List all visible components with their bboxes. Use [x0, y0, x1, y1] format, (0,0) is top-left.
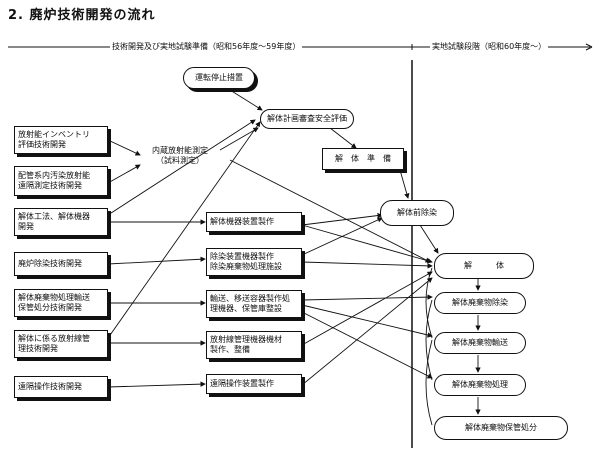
node-waste-storage: 解体廃棄物保管処分: [434, 416, 568, 440]
left-box-inventory: 放射能インベントリ 評価技術開発: [14, 126, 108, 154]
node-pre-decon: 解体前除染: [380, 200, 454, 226]
flow-arrows: [107, 89, 481, 415]
middle-box-machine: 解体機器装置製作: [206, 212, 302, 232]
middle-box-radmgmt: 放射線管理機器機材 製作、整備: [206, 331, 302, 359]
phase-label-development: 技術開発及び実地試験準備（昭和56年度～59年度）: [110, 41, 303, 52]
node-waste-transport: 解体廃棄物輸送: [434, 332, 526, 354]
page-title: 2. 廃炉技術開発の流れ: [8, 8, 156, 23]
left-box-radiation: 解体に係る放射線管 理技術開発: [14, 330, 108, 358]
node-safety-review: 解体計画審査安全評価: [260, 109, 354, 129]
left-box-dismantle-method: 解体工法、解体機器 開発: [14, 208, 108, 236]
node-waste-treatment: 解体廃棄物処理: [434, 374, 526, 396]
middle-box-decon: 除染装置機器製作 除染廃棄物処理施設: [206, 248, 302, 276]
left-box-remote-op: 遠隔操作技術開発: [14, 376, 108, 398]
node-preparation: 解 体 準 備: [322, 148, 404, 170]
internal-measure-box: 内蔵放射能測定 （試料測定）: [152, 146, 208, 165]
left-box-decon: 廃炉除染技術開発: [14, 252, 108, 276]
node-waste-decon: 解体廃棄物除染: [434, 292, 526, 314]
left-box-remote-measure: 配管系内汚染放射能 遠隔測定技術開発: [14, 166, 108, 196]
phase-label-field-test: 実地試験段階（昭和60年度～）: [430, 41, 549, 52]
node-dismantle: 解 体: [434, 253, 534, 279]
node-operation-stop: 運転停止措置: [183, 67, 255, 89]
middle-box-transport: 輸送、移送容器製作処 理機器、保管庫整設: [206, 290, 302, 318]
middle-box-remote: 遠隔操作装置製作: [206, 374, 302, 394]
left-box-waste: 解体廃棄物処理輸送 保管処分技術開発: [14, 289, 108, 317]
